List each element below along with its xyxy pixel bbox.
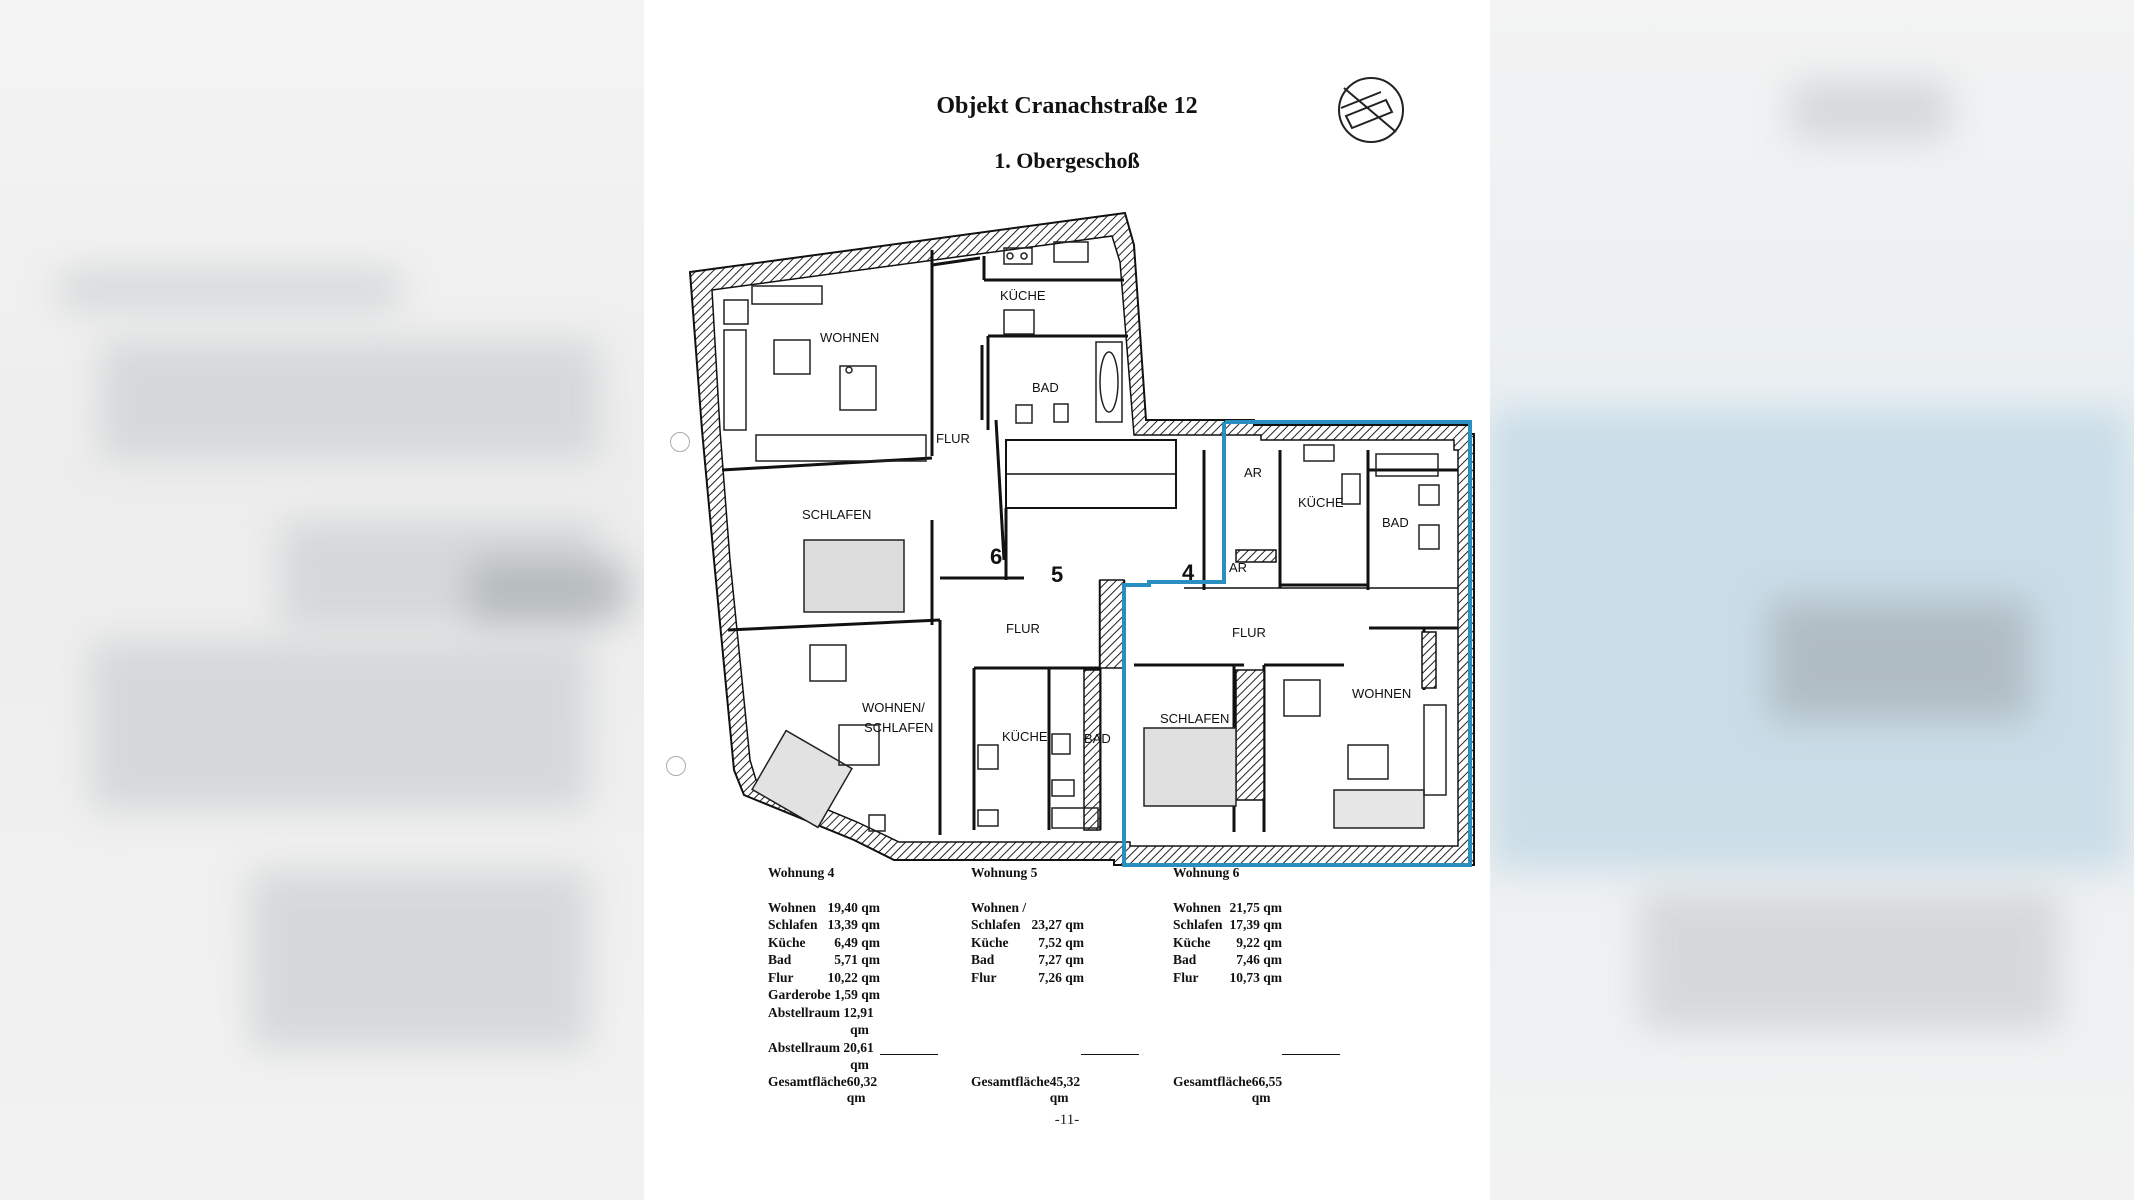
- room-label-w4-schlafen: SCHLAFEN: [802, 507, 871, 522]
- unit-number-5: 5: [1051, 562, 1063, 587]
- room-label-w5-wohnen-schlafen-line2: SCHLAFEN: [864, 720, 933, 735]
- room-label-w4-wohnen: WOHNEN: [820, 330, 879, 345]
- punch-hole: [666, 756, 686, 776]
- furniture: [723, 241, 1447, 832]
- room-label-w5-wohnen-schlafen-line1: WOHNEN/: [862, 700, 925, 715]
- room-label-w4-kueche: KÜCHE: [1000, 288, 1046, 303]
- unit-number-6: 6: [990, 544, 1002, 569]
- room-label-w5-flur: FLUR: [1006, 621, 1040, 636]
- document-title: Objekt Cranachstraße 12: [936, 93, 1198, 119]
- blurred-background-right: [1490, 0, 2134, 1200]
- floor-plan: WOHNEN KÜCHE BAD FLUR SCHLAFEN WOHNEN/ S…: [688, 77, 1475, 867]
- area-row: Wohnen /: [971, 899, 1027, 915]
- punch-hole: [670, 432, 690, 452]
- floor-title: 1. Obergeschoß: [994, 148, 1140, 173]
- document-page: Objekt Cranachstraße 12 1. Obergeschoß: [644, 0, 1490, 1200]
- room-label-w6-bad: BAD: [1382, 515, 1409, 530]
- unit-4-name: Wohnung 4: [768, 865, 835, 880]
- shafts: [1083, 549, 1437, 831]
- room-label-w4-bad: BAD: [1032, 380, 1059, 395]
- exterior-walls: [688, 211, 1475, 866]
- room-label-w6-schlafen: SCHLAFEN: [1160, 711, 1229, 726]
- sum-rule-unit-4: [880, 1054, 938, 1055]
- room-label-w5-bad: BAD: [1084, 731, 1111, 746]
- room-label-w5-kueche: KÜCHE: [1002, 729, 1048, 744]
- unit-number-4: 4: [1182, 560, 1195, 585]
- room-label-w4-flur: FLUR: [936, 431, 970, 446]
- room-label-w6-ar-small: AR: [1229, 560, 1247, 575]
- unit-6-highlight-outline: [1122, 420, 1472, 867]
- room-label-w6-kueche: KÜCHE: [1298, 495, 1344, 510]
- room-label-w6-flur: FLUR: [1232, 625, 1266, 640]
- north-arrow-icon: [1338, 77, 1404, 143]
- room-label-w6-wohnen: WOHNEN: [1352, 686, 1411, 701]
- room-label-w6-ar-top: AR: [1244, 465, 1262, 480]
- unit-6-name: Wohnung 6: [1173, 865, 1240, 880]
- unit-5-name: Wohnung 5: [971, 865, 1038, 880]
- blurred-background-left: [0, 0, 644, 1200]
- page-number: -11-: [1054, 1112, 1080, 1128]
- sum-rule-unit-6: [1282, 1054, 1340, 1055]
- sum-rule-unit-5: [1081, 1054, 1139, 1055]
